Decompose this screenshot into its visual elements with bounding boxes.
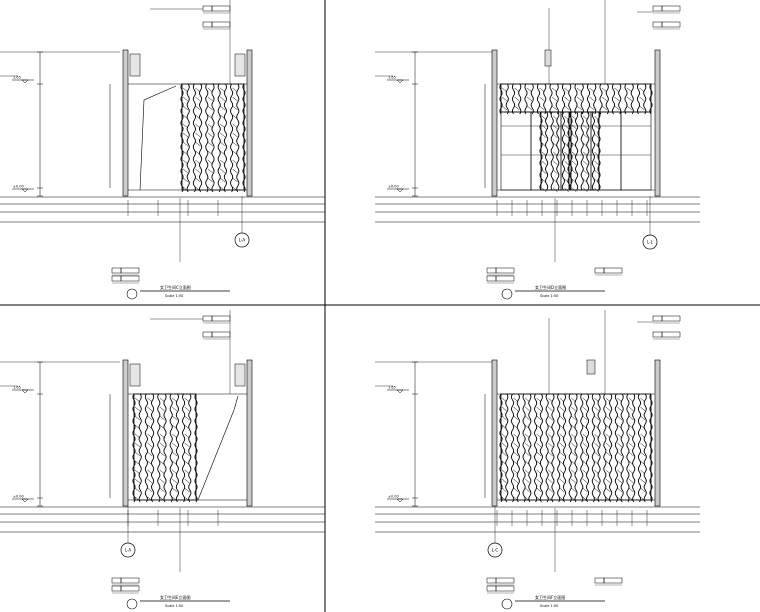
level-marker-text: ±0.00 — [388, 185, 399, 189]
section-tag-label: L-A — [239, 238, 246, 243]
level-marker-text: ±0.00 — [388, 495, 399, 499]
elevation-title: 女卫生间E立面图 — [160, 594, 191, 600]
section-callout-bubble — [234, 232, 250, 248]
view-number-icon — [126, 598, 138, 610]
section-tag-label: L-L — [647, 240, 654, 245]
level-marker-text: 1.65 — [388, 386, 396, 390]
scale-label: Scale 1:50 — [540, 294, 558, 298]
decorative-wall-panel — [499, 83, 653, 115]
level-marker-text: ±0.00 — [13, 495, 24, 499]
view-number-icon — [501, 598, 513, 610]
section-callout-bubble — [487, 542, 503, 558]
elevation-panel-bottom-right: 1.65 ±0.00L-C 女卫生间F立面图 Scale 1:50 — [375, 310, 700, 610]
scale-label: Scale 1:50 — [540, 604, 558, 608]
elevation-title: 女卫生间D立面图 — [535, 284, 566, 290]
decorative-wall-panel — [180, 83, 246, 193]
decorative-wall-panel — [499, 393, 653, 503]
scale-label: Scale 1:50 — [165, 294, 183, 298]
view-number-icon — [126, 288, 138, 300]
section-tag-label: L-A — [125, 548, 132, 553]
level-marker-text: 1.65 — [13, 76, 21, 80]
section-tag-label: L-C — [492, 548, 499, 553]
decorative-wall-panel — [539, 111, 571, 193]
scale-label: Scale 1:50 — [165, 604, 183, 608]
elevation-panel-bottom-left: 1.65 ±0.00L-A 女卫生间E立面图 Scale 1:50 — [0, 310, 325, 610]
level-marker-text: 1.65 — [13, 386, 21, 390]
level-marker-text: 1.65 — [388, 76, 396, 80]
view-number-icon — [501, 288, 513, 300]
decorative-wall-panel — [132, 393, 198, 503]
elevation-title: 女卫生间C立面图 — [160, 284, 191, 290]
section-callout-bubble — [642, 234, 658, 250]
elevation-title: 女卫生间F立面图 — [535, 594, 565, 600]
elevation-panel-top-left: 1.65 ±0.00L-A 女卫生间C立面图 Scale 1:50 — [0, 0, 325, 300]
elevation-panel-top-right: 1.65 ±0.00L-L 女卫生间D立面图 Scale 1:50 — [375, 0, 700, 300]
decorative-wall-panel — [569, 111, 601, 193]
level-marker-text: ±0.00 — [13, 185, 24, 189]
section-callout-bubble — [120, 542, 136, 558]
